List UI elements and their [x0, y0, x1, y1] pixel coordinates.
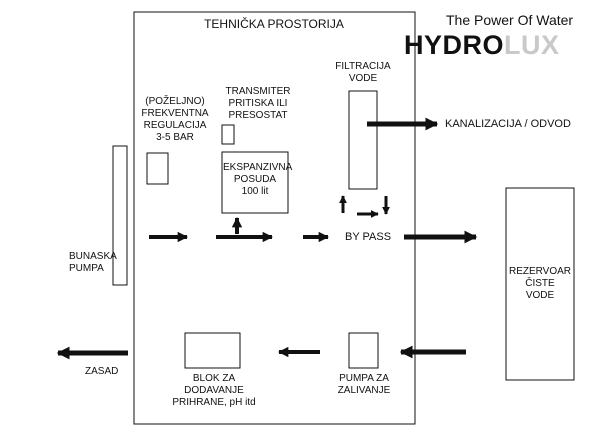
filtration-box: [348, 90, 378, 190]
irrigation-pump-box: [348, 332, 379, 369]
logo-part-light: LUX: [504, 30, 560, 60]
irrigation-pump-label: PUMPA ZA ZALIVANJE: [337, 373, 391, 396]
well-pump-box: [112, 145, 128, 286]
freq-regulation-box: [146, 152, 169, 185]
transmitter-box: [221, 124, 235, 145]
dosing-block-label: BLOK ZA DODAVANJE PRIHRANE, pH itd: [172, 373, 256, 408]
expansion-vessel-label: EKSPANZIVNA POSUDA 100 lit: [223, 162, 293, 197]
technical-room-box: [133, 11, 416, 425]
expansion-vessel-box: [221, 151, 289, 214]
logo-part-dark: HYDRO: [404, 30, 505, 60]
bypass-label: BY PASS: [345, 231, 392, 243]
reservoir-box: [505, 187, 575, 381]
sewer-label: KANALIZACIJA / ODVOD: [445, 118, 571, 130]
reservoir-label: REZERVOAR ČISTE VODE: [508, 266, 572, 301]
filtration-label: FILTRACIJA VODE: [335, 61, 391, 84]
room-title: TEHNIČKA PROSTORIJA: [204, 17, 344, 31]
transmitter-label: TRANSMITER PRITISKA ILI PRESOSTAT: [225, 86, 291, 121]
brand-tagline: The Power Of Water: [446, 12, 574, 28]
dosing-block-box: [184, 332, 241, 369]
freq-regulation-label: (POŽELJNO) FREKVENTNA REGULACIJA 3-5 BAR: [141, 96, 209, 143]
well-pump-label: BUNASKA PUMPA: [69, 251, 117, 274]
hydrolux-logo: HYDROLUX: [404, 30, 560, 60]
irrigation-label: ZASAD: [85, 366, 119, 377]
